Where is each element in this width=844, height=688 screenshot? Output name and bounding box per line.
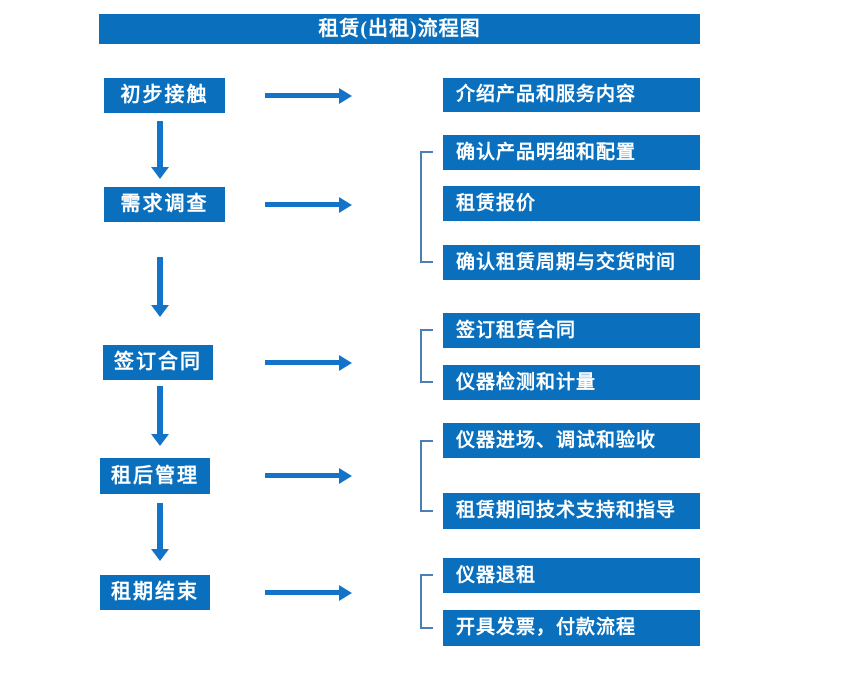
arrow-right-icon	[265, 197, 352, 213]
arrow-down-icon	[151, 257, 169, 317]
group-bracket	[420, 440, 433, 512]
detail-box-instrument-setup-acceptance: 仪器进场、调试和验收	[443, 423, 700, 458]
step-box-demand-survey: 需求调查	[104, 187, 225, 222]
step-box-post-rental-management: 租后管理	[100, 458, 210, 494]
detail-box-introduce-products: 介绍产品和服务内容	[443, 78, 700, 112]
arrow-right-icon	[265, 585, 352, 601]
detail-box-confirm-period-delivery: 确认租赁周期与交货时间	[443, 245, 700, 280]
arrow-down-icon	[151, 121, 169, 179]
detail-box-confirm-product-config: 确认产品明细和配置	[443, 135, 700, 170]
flowchart-title: 租赁(出租)流程图	[99, 14, 700, 44]
detail-box-instrument-testing: 仪器检测和计量	[443, 365, 700, 400]
arrow-down-icon	[151, 386, 169, 446]
detail-box-rental-quote: 租赁报价	[443, 186, 700, 221]
arrow-right-icon	[265, 468, 352, 484]
detail-box-instrument-return: 仪器退租	[443, 558, 700, 593]
group-bracket	[420, 574, 433, 629]
detail-box-sign-rental-contract: 签订租赁合同	[443, 313, 700, 348]
arrow-right-icon	[265, 355, 352, 371]
step-box-initial-contact: 初步接触	[104, 78, 225, 113]
detail-box-invoice-payment: 开具发票，付款流程	[443, 610, 700, 646]
arrow-down-icon	[151, 503, 169, 561]
detail-box-technical-support: 租赁期间技术支持和指导	[443, 493, 700, 529]
arrow-right-icon	[265, 88, 352, 104]
group-bracket	[420, 151, 433, 263]
group-bracket	[420, 329, 433, 383]
step-box-lease-end: 租期结束	[100, 575, 210, 610]
step-box-sign-contract: 签订合同	[103, 345, 213, 380]
